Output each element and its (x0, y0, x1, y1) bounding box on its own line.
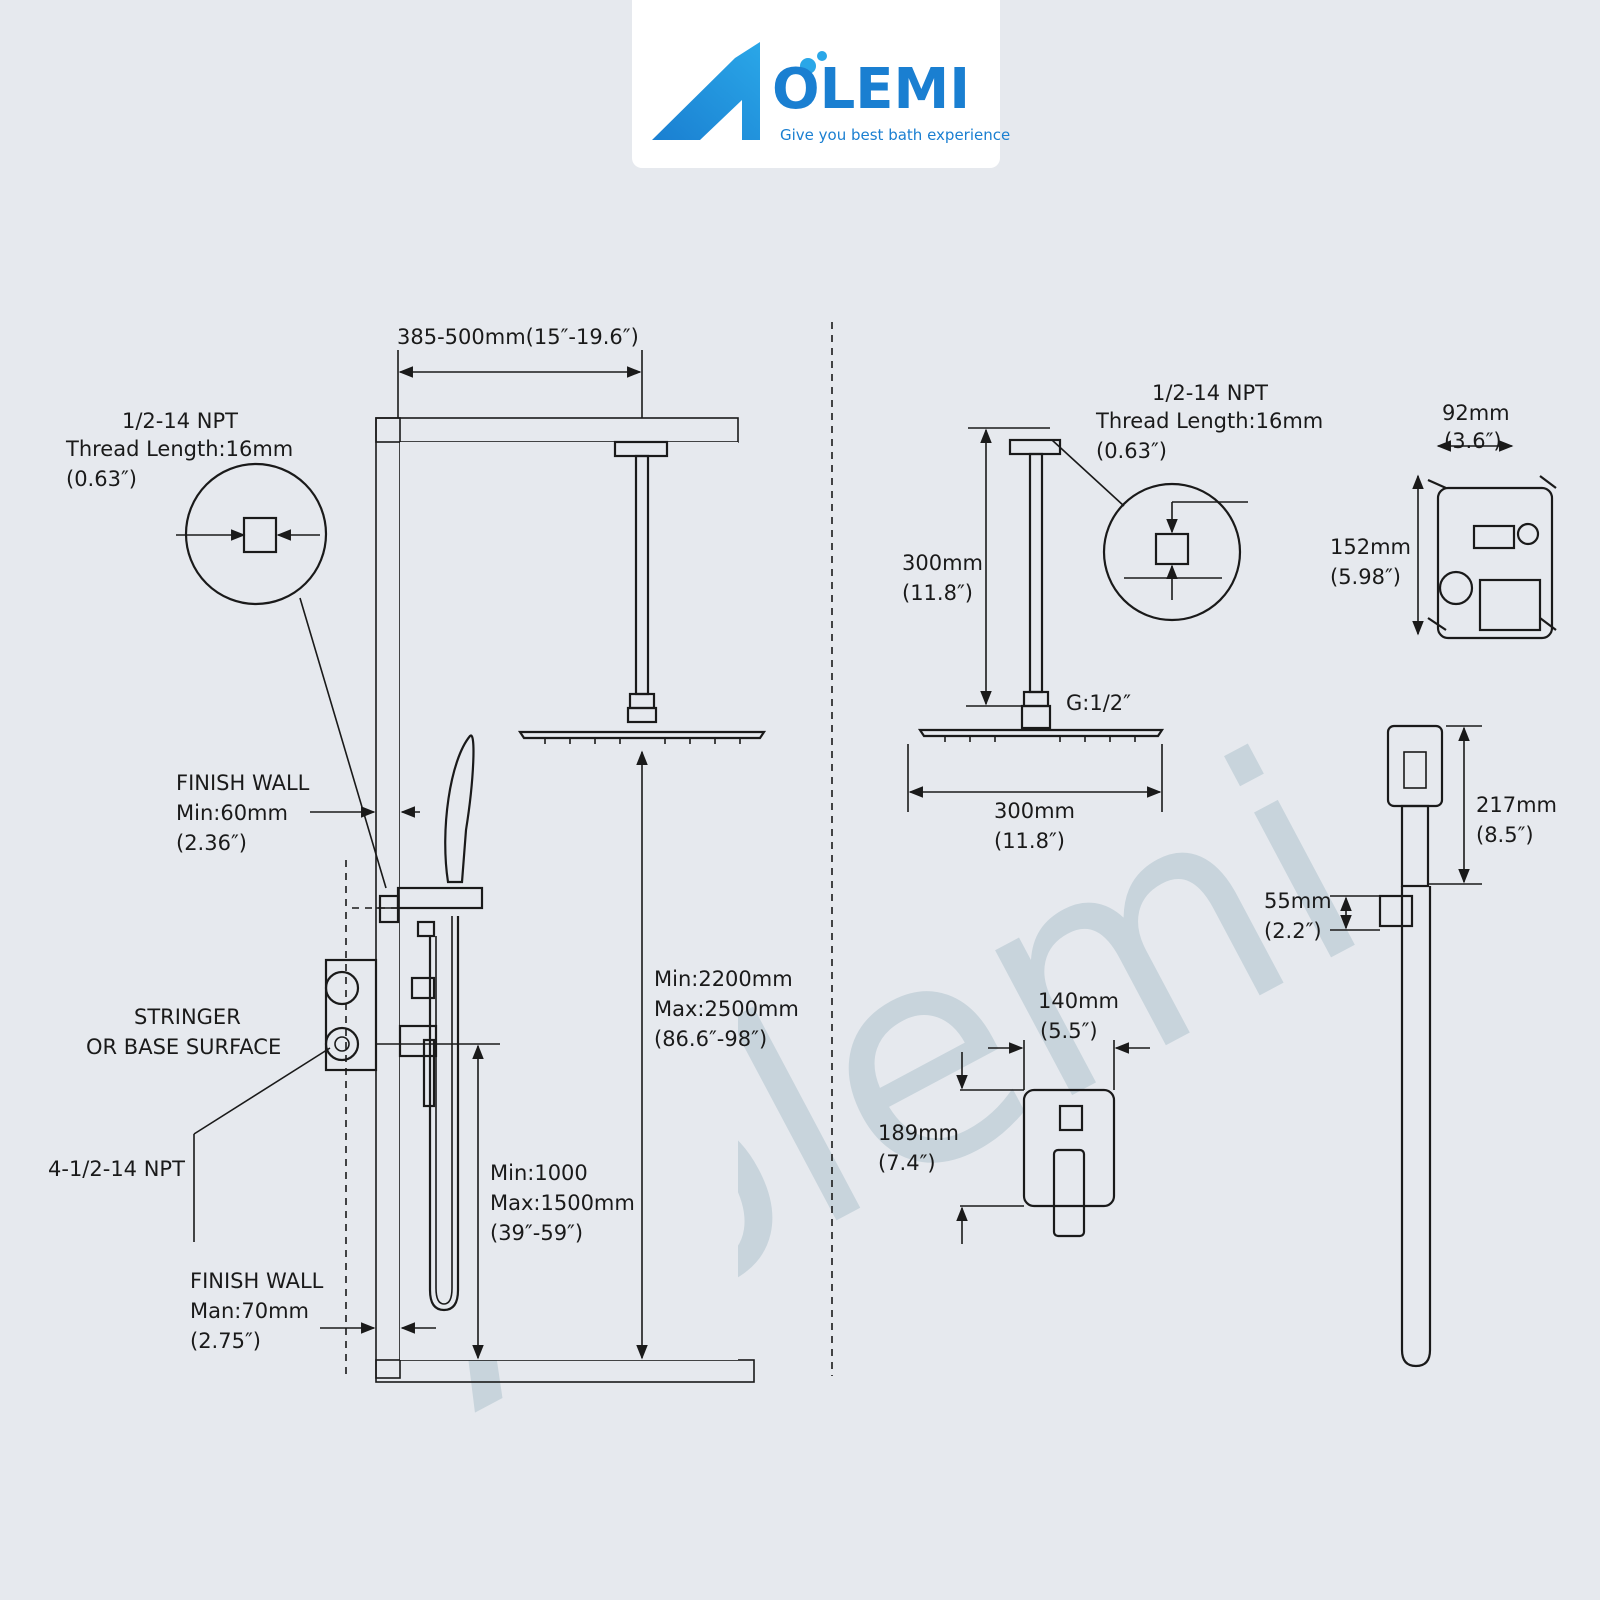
finish-wall-top-line-2: Min:60mm (176, 801, 288, 825)
npt4-label: 4-1/2-14 NPT (48, 1157, 185, 1181)
trim-plate-icon (1022, 1088, 1116, 1208)
brand-logo: OLEMI Give you best bath experience (652, 42, 1010, 144)
trim-lever (1052, 1148, 1086, 1238)
thread-detail-fitting (242, 516, 278, 554)
valve-trim (398, 1024, 438, 1058)
total-height-line-3: (86.6″-98″) (654, 1027, 767, 1051)
valve-height-line-3: (39″-59″) (490, 1221, 583, 1245)
left-npt-line-2: Thread Length:16mm (65, 437, 293, 461)
arm-pipe (1028, 452, 1044, 694)
finish-wall-top-line-3: (2.36″) (176, 831, 247, 855)
left-installation-view: 385-500mm(15″-19.6″) Min:2200mm Max:2500… (48, 325, 799, 1383)
head-width-line-2: (11.8″) (994, 829, 1065, 853)
valve-height-r-line-2: (5.98″) (1330, 565, 1401, 589)
rain-head-icon (917, 728, 1165, 738)
finish-wall-bottom-line-2: Man:70mm (190, 1299, 309, 1323)
valve-height-r-line-1: 152mm (1330, 535, 1411, 559)
valve-height-line-1: Min:1000 (490, 1161, 588, 1185)
logo-a-mark (652, 42, 760, 140)
thread-detail-circle (184, 462, 328, 606)
hose-holder (1378, 894, 1414, 928)
logo-bubble-icon (800, 58, 816, 74)
left-npt-line-3: (0.63″) (66, 467, 137, 491)
holder-height-line-2: (2.2″) (1264, 919, 1322, 943)
ceiling-hatch (375, 417, 739, 443)
handheld-length-line-2: (8.5″) (1476, 823, 1534, 847)
connector-label: G:1/2″ (1066, 691, 1131, 715)
plate-width-line-1: 140mm (1038, 989, 1119, 1013)
handheld-handle (1400, 804, 1430, 888)
brand-name: OLEMI (772, 57, 970, 122)
handheld-head-icon (1386, 724, 1444, 808)
plate-height-line-2: (7.4″) (878, 1151, 936, 1175)
plate-width-line-2: (5.5″) (1040, 1019, 1098, 1043)
finish-wall-bottom-line-1: FINISH WALL (190, 1269, 324, 1293)
left-npt-line-1: 1/2-14 NPT (122, 409, 238, 433)
shower-hose (428, 916, 460, 1312)
right-npt-line-1: 1/2-14 NPT (1152, 381, 1268, 405)
holder-height-line-1: 55mm (1264, 889, 1332, 913)
right-thread-detail-circle (1102, 482, 1242, 622)
stringer-line-2: OR BASE SURFACE (86, 1035, 281, 1059)
valve-width-line-1: 92mm (1442, 401, 1510, 425)
finish-wall-bottom-line-3: (2.75″) (190, 1329, 261, 1353)
valve-handle (422, 1038, 436, 1108)
right-npt-line-3: (0.63″) (1096, 439, 1167, 463)
valve-width-line-2: (3.6″) (1444, 429, 1502, 453)
logo-bubble-small-icon (817, 51, 827, 61)
arm-length-line-2: (11.8″) (902, 581, 973, 605)
stringer-line-1: STRINGER (134, 1005, 241, 1029)
valve-box-icon (1436, 486, 1554, 640)
valve-body (324, 958, 378, 1072)
handheld-hose (1400, 886, 1432, 1368)
handheld-shower-icon (444, 734, 475, 884)
total-height-line-1: Min:2200mm (654, 967, 793, 991)
handheld-length-line-1: 217mm (1476, 793, 1557, 817)
right-npt-line-2: Thread Length:16mm (1095, 409, 1323, 433)
finish-wall-top-line-1: FINISH WALL (176, 771, 310, 795)
top-width-label: 385-500mm(15″-19.6″) (397, 325, 639, 349)
right-component-view: 300mm (11.8″) G:1/2″ 300mm (11.8″) 1/2-1… (878, 381, 1557, 1368)
valve-height-line-2: Max:1500mm (490, 1191, 635, 1215)
head-width-line-1: 300mm (994, 799, 1075, 823)
brand-tagline: Give you best bath experience (780, 126, 1010, 144)
arm-length-line-1: 300mm (902, 551, 983, 575)
plate-height-line-1: 189mm (878, 1121, 959, 1145)
total-height-line-2: Max:2500mm (654, 997, 799, 1021)
rain-shower-head (517, 730, 767, 740)
